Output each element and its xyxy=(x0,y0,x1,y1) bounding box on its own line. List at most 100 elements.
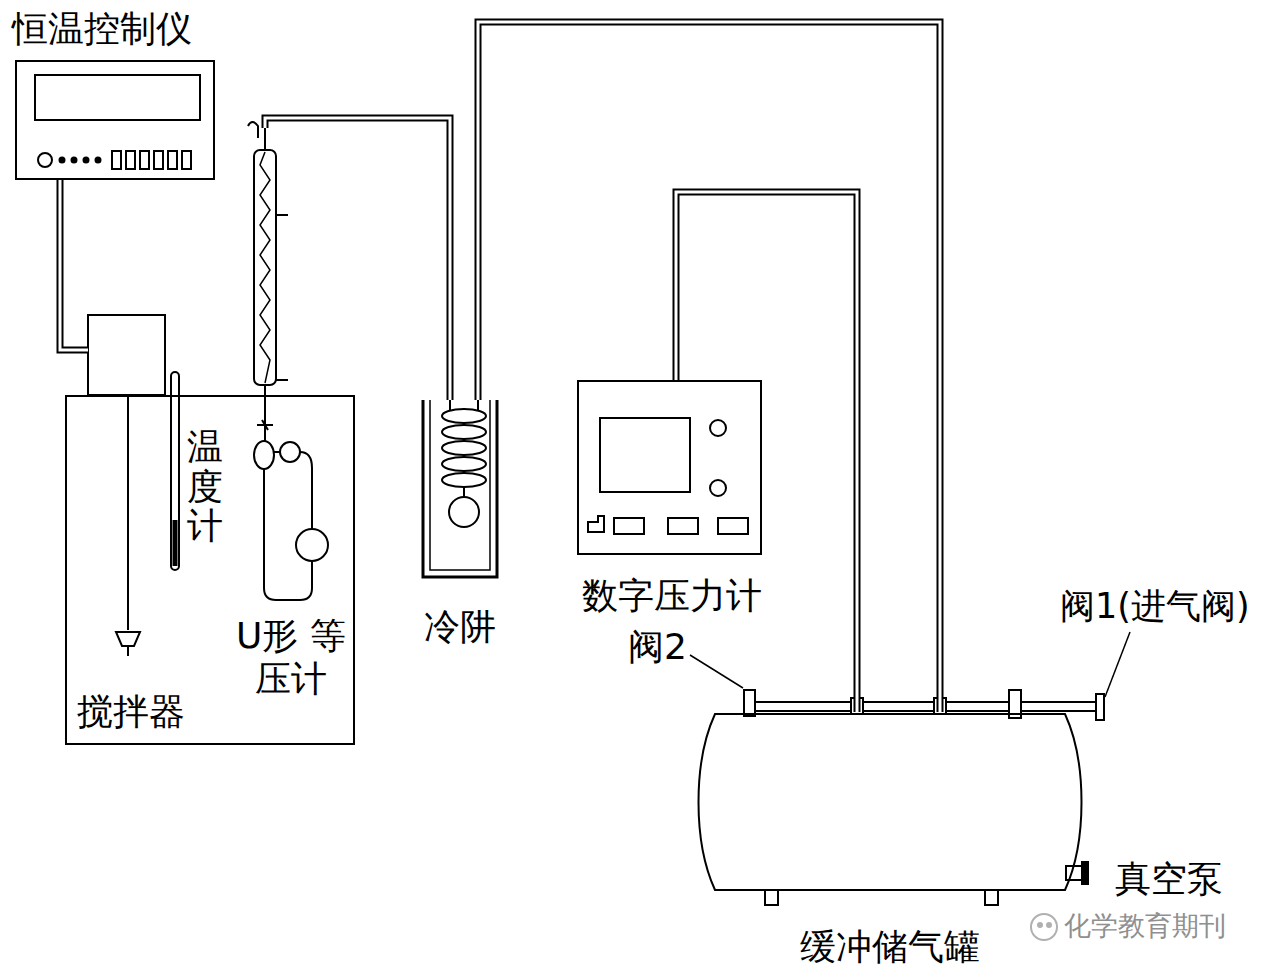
controller-button xyxy=(140,151,149,169)
cold-trap-coil xyxy=(442,400,486,527)
coil-tube xyxy=(449,400,451,410)
tube-wall xyxy=(478,22,940,712)
coil-tube xyxy=(477,400,479,410)
meter-button xyxy=(614,518,644,534)
u-tube-joint xyxy=(274,451,280,453)
part-label: 温度计 xyxy=(187,427,223,546)
tube-wall xyxy=(676,192,857,712)
tube-connector xyxy=(478,22,940,712)
stirrer-propeller xyxy=(116,632,140,656)
beaker-wall xyxy=(423,400,497,577)
bath-parts xyxy=(88,122,328,656)
node-outline xyxy=(420,400,500,580)
heading: 冷阱 xyxy=(424,605,496,648)
text-holder: 阀1(进气阀) xyxy=(1060,585,1250,627)
condenser-outlet xyxy=(276,379,288,381)
coil-loop xyxy=(442,425,486,439)
text-holder: 温度计 xyxy=(187,427,223,546)
sample-bulb xyxy=(254,441,274,469)
tube-connector xyxy=(60,180,88,350)
meter-knob xyxy=(710,480,726,496)
controller-box: 恒温控制仪 xyxy=(15,60,215,180)
text-holder: 缓冲储气罐 xyxy=(695,925,1085,968)
heater-box xyxy=(88,315,165,395)
tank-body xyxy=(699,714,1082,890)
coil-loop xyxy=(442,457,486,471)
text-holder: 真空泵 xyxy=(1115,857,1223,900)
controller-button xyxy=(126,151,135,169)
controller-knob xyxy=(38,153,52,167)
thermometer-bulb xyxy=(173,520,178,566)
tube-bore xyxy=(265,118,450,400)
controller-button xyxy=(154,151,163,169)
part-label: 真空泵 xyxy=(1115,857,1223,900)
controller-button xyxy=(182,151,191,169)
leader-line xyxy=(1105,632,1130,697)
text-holder: 化学教育期刊 xyxy=(1064,910,1226,942)
condenser-jacket xyxy=(254,150,276,385)
u-tube-arm xyxy=(300,452,312,529)
controller-button xyxy=(168,151,177,169)
controller-dot xyxy=(96,158,101,163)
water-bath: 温度计 U形 等压计搅拌器 xyxy=(65,395,355,745)
meter-switch xyxy=(588,516,604,532)
text-holder: 数字压力计 xyxy=(539,574,804,617)
tank-leg xyxy=(985,890,998,905)
trap-bulb xyxy=(449,497,479,527)
tank-leg xyxy=(765,890,778,905)
tube-connector xyxy=(265,118,450,400)
pressure-meter-details xyxy=(588,418,748,534)
leader-line xyxy=(690,655,743,688)
tube-bore xyxy=(676,192,857,712)
pipe-bore xyxy=(750,705,1096,708)
manometer-tube xyxy=(264,385,266,441)
coil-loop xyxy=(442,473,486,487)
valve-1 xyxy=(1096,694,1104,720)
heading: 数字压力计 xyxy=(582,574,762,617)
part-label: U形 等压计 xyxy=(235,614,347,700)
beaker-inner-wall xyxy=(430,400,490,570)
leader-lines xyxy=(690,632,1130,697)
part-label: 搅拌器 xyxy=(77,690,185,733)
controller-details xyxy=(35,75,200,169)
buffer-tank: 缓冲储气罐 xyxy=(695,712,1085,892)
condenser-inlet xyxy=(276,214,288,216)
manifold-pipe xyxy=(748,702,1098,711)
heading: 恒温控制仪 xyxy=(12,7,192,50)
watermark-icon-eye xyxy=(1047,923,1051,927)
watermark-icon xyxy=(1031,914,1057,940)
valve-label: 阀1(进气阀) xyxy=(1060,585,1250,627)
coil-tube xyxy=(463,487,465,497)
condenser-top xyxy=(264,128,266,150)
u-tube-bulb xyxy=(280,442,300,462)
tube-bore xyxy=(478,22,940,712)
pressure-meter: 数字压力计 xyxy=(577,380,762,555)
valve-2 xyxy=(744,690,755,716)
tube-bore xyxy=(60,180,88,350)
meter-button xyxy=(668,518,698,534)
coil-loop xyxy=(442,441,486,455)
condenser-coil xyxy=(260,152,270,383)
watermark: 化学教育期刊 xyxy=(1064,910,1226,942)
u-tube xyxy=(264,469,312,600)
controller-dot xyxy=(72,158,77,163)
u-tube-bulb xyxy=(296,529,328,561)
controller-display xyxy=(35,75,200,120)
text-holder: 阀2 xyxy=(628,625,687,668)
meter-screen xyxy=(600,418,690,492)
tube-wall xyxy=(60,180,88,350)
tube-wall xyxy=(265,118,450,400)
coil-loop xyxy=(442,409,486,423)
stirrer-shaft xyxy=(127,395,129,630)
heading: 缓冲储气罐 xyxy=(800,925,980,968)
meter-button xyxy=(718,518,748,534)
text-holder: 搅拌器 xyxy=(77,690,185,733)
controller-dot xyxy=(84,158,89,163)
watermark-icon-eye xyxy=(1038,923,1042,927)
controller-dot xyxy=(60,158,65,163)
stopcock xyxy=(257,420,273,430)
node-outline xyxy=(695,712,1085,892)
text-holder: 冷阱 xyxy=(390,605,530,648)
meter-knob xyxy=(710,420,726,436)
cold-trap: 冷阱 xyxy=(420,400,500,580)
